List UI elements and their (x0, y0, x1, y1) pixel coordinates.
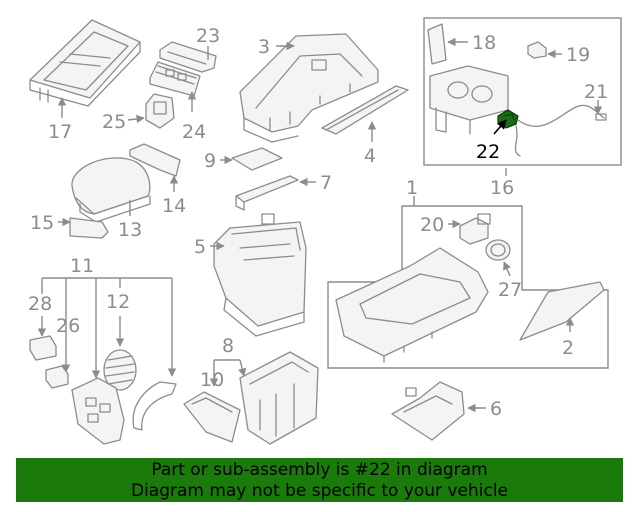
parts-diagram: 17 23 24 25 3 4 18 (28, 17, 622, 445)
part-28-switch (29, 335, 57, 361)
banner-line-2: Diagram may not be specific to your vehi… (130, 481, 508, 501)
part-18-bracket (427, 23, 447, 65)
callout-21: 21 (584, 81, 608, 103)
part-4-trim-strip (321, 85, 409, 135)
callout-11: 11 (70, 255, 94, 277)
callout-15: 15 (30, 212, 54, 234)
part-21-wiring-harness (514, 104, 607, 157)
callout-17: 17 (48, 121, 72, 143)
callout-6: 6 (490, 398, 502, 420)
part-8-storage-bin (239, 351, 319, 445)
callout-24: 24 (182, 121, 206, 143)
part-15-cap (69, 217, 109, 239)
usb-housing-assembly (429, 65, 509, 135)
callout-14: 14 (162, 195, 186, 217)
callout-1: 1 (406, 177, 418, 199)
part-5-console-housing (213, 213, 307, 337)
callout-12: 12 (106, 291, 130, 313)
callout-8: 8 (222, 335, 234, 357)
callout-28: 28 (28, 293, 52, 315)
part-26-switch (45, 365, 69, 389)
part-10-tray (183, 391, 241, 443)
part-12-air-vent (103, 349, 137, 391)
info-banner: Part or sub-assembly is #22 in diagram D… (16, 458, 623, 502)
callout-18: 18 (472, 32, 496, 54)
callout-4: 4 (364, 145, 376, 167)
callout-16: 16 (490, 177, 514, 199)
banner-line-1: Part or sub-assembly is #22 in diagram (151, 460, 488, 480)
part-20-knob (459, 213, 491, 245)
box-16 (423, 17, 622, 166)
part-11-trim-bezel (132, 381, 177, 431)
part-25-switch (145, 93, 175, 129)
part-24-switch-panel (149, 61, 201, 97)
part-23-bracket (159, 41, 217, 73)
callout-13: 13 (118, 219, 142, 241)
part-6-shifter-base (391, 381, 465, 441)
callout-2: 2 (562, 337, 574, 359)
part-17-console-tray (29, 19, 141, 107)
part-27-dial (485, 239, 511, 261)
callout-22: 22 (476, 141, 500, 163)
callout-27: 27 (498, 279, 522, 301)
part-7-trim (235, 175, 299, 211)
part-19-clip (527, 41, 547, 59)
callout-25: 25 (102, 111, 126, 133)
callout-19: 19 (566, 44, 590, 66)
callout-9: 9 (204, 150, 216, 172)
part-2-side-panel (519, 281, 605, 341)
part-11-console-panel (71, 377, 125, 445)
callout-5: 5 (194, 236, 206, 258)
part-13-armrest (71, 157, 151, 223)
callout-7: 7 (320, 172, 332, 194)
callout-10: 10 (200, 369, 224, 391)
callout-20: 20 (420, 214, 444, 236)
callout-26: 26 (56, 315, 80, 337)
part-3-console-bracket (239, 33, 379, 143)
callout-23: 23 (196, 25, 220, 47)
callout-3: 3 (258, 36, 270, 58)
part-1-console-assembly (335, 247, 489, 363)
part-9-pad (231, 147, 283, 171)
